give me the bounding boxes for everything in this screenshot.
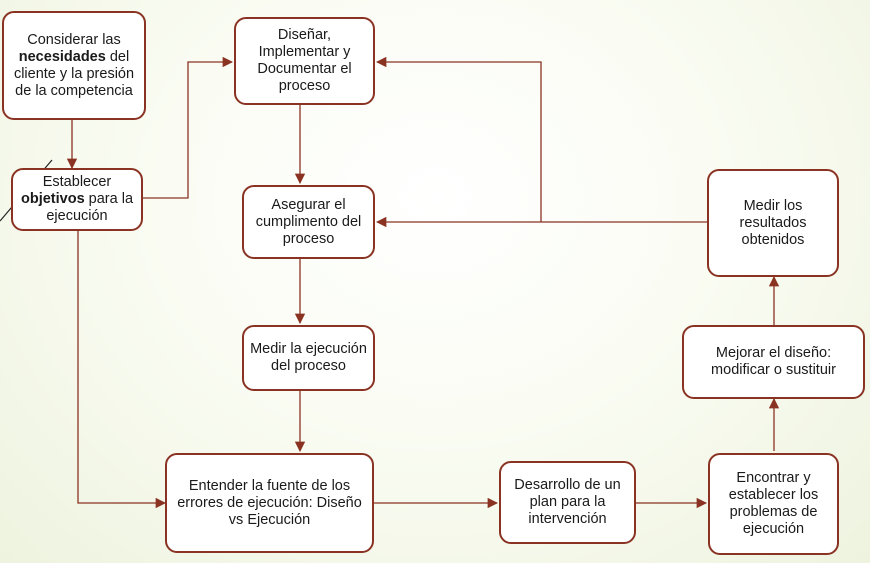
node-text-bold: necesidades	[18, 48, 106, 65]
node-text: del cliente y la presión de la competenc…	[13, 48, 135, 99]
node-medir-ejecucion: Medir la ejecución del proceso	[242, 325, 375, 391]
node-asegurar-cumplimento: Asegurar el cumplimento del proceso	[242, 185, 375, 259]
node-text: Medir la ejecución del proceso	[250, 341, 367, 374]
node-entender-fuente-errores: Entender la fuente de los errores de eje…	[165, 453, 374, 553]
node-disenar-implementar: Diseñar, Implementar y Documentar el pro…	[234, 17, 375, 105]
node-mejorar-diseno: Mejorar el diseño: modificar o sustituir	[682, 325, 865, 399]
node-text: Desarrollo de un plan para la intervenci…	[514, 477, 621, 527]
edge-n2-n3	[143, 56, 234, 199]
node-encontrar-problemas: Encontrar y establecer los problemas de …	[708, 453, 839, 555]
node-text: Entender la fuente de los errores de eje…	[177, 477, 362, 528]
node-considerar-necesidades: Considerar las necesidades del cliente y…	[2, 11, 146, 120]
node-text: Establecer	[42, 174, 112, 190]
node-establecer-objetivos: Establecer objetivos para la ejecución	[11, 168, 143, 231]
node-medir-resultados: Medir los resultados obtenidos	[707, 169, 839, 277]
node-text: Encontrar y establecer los problemas de …	[728, 470, 819, 537]
node-text: Mejorar el diseño: modificar o sustituir	[711, 345, 836, 378]
node-text: Diseñar, Implementar y Documentar el pro…	[257, 27, 352, 94]
node-text: Asegurar el cumplimento del proceso	[255, 196, 362, 247]
node-text: Considerar las	[27, 31, 121, 48]
node-text-bold: objetivos	[20, 191, 85, 207]
edge-n2-n6	[77, 231, 167, 509]
node-text: Medir los resultados obtenidos	[739, 197, 807, 248]
node-desarrollo-plan: Desarrollo de un plan para la intervenci…	[499, 461, 636, 544]
node-text: para la ejecución	[46, 191, 134, 224]
edge-n10-n3	[375, 56, 542, 222]
